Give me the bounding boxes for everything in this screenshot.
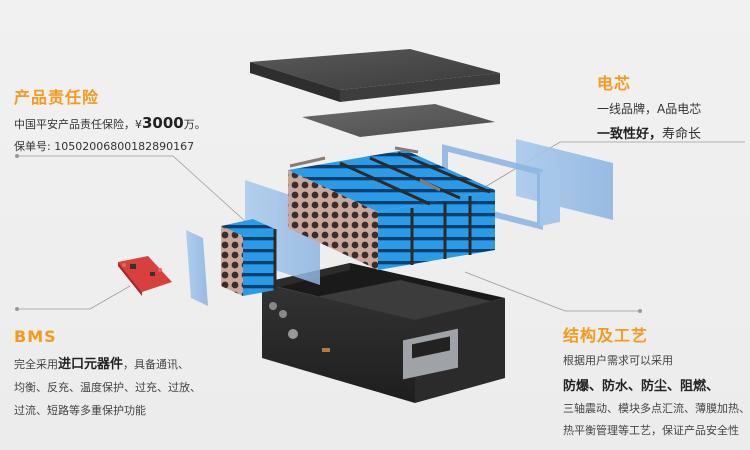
- insulation-sheet: [302, 104, 495, 137]
- bms-line-3: 过流、短路等多重保护功能: [14, 404, 146, 417]
- liability-line-1-suffix: 万。: [183, 118, 206, 131]
- bms-line-1: 完全采用进口元器件，具备通讯、: [14, 353, 201, 372]
- insulation-film-right: [442, 139, 613, 230]
- cell-line-1: 一线品牌，A品电芯: [597, 102, 702, 116]
- panel-liability-insurance: 产品责任险 中国平安产品责任保险，¥3000万。 保单号: 1050200680…: [14, 84, 206, 154]
- structure-line-2: 防爆、防水、防尘、阻燃、: [563, 379, 720, 394]
- bms-line-1-suffix: ，具备通讯、: [123, 358, 190, 371]
- cell-line-2-rest: 寿命长: [662, 127, 702, 142]
- battery-module-large: [288, 146, 495, 270]
- cell-title: 电芯: [597, 74, 632, 93]
- top-lid: [250, 49, 500, 102]
- structure-title: 结构及工艺: [563, 326, 649, 345]
- cell-line-2-bold: 一致性好，: [597, 127, 663, 142]
- bms-line-1-bold: 进口元器件: [58, 357, 124, 372]
- leader-structure: [464, 271, 640, 312]
- bms-title: BMS: [14, 327, 57, 346]
- panel-bms: BMS 完全采用进口元器件，具备通讯、 均衡、反充、温度保护、过充、过放、 过流…: [14, 327, 201, 418]
- liability-amount: 3000: [142, 114, 184, 132]
- structure-line-4: 热平衡管理等工艺，保证产品安全性: [563, 424, 739, 437]
- bms-line-1-prefix: 完全采用: [14, 358, 58, 371]
- liability-line-1: 中国平安产品责任保险，¥3000万。: [14, 114, 206, 132]
- cell-line-2: 一致性好，寿命长: [597, 123, 701, 142]
- liability-title: 产品责任险: [14, 88, 100, 107]
- connector-icon: [269, 302, 277, 310]
- liability-policy-number: 保单号: 10502006800182890167: [14, 140, 195, 153]
- panel-cell: 电芯 一线品牌，A品电芯 一致性好，寿命长: [597, 70, 701, 142]
- panel-structure: 结构及工艺 根据用户需求可以采用 防爆、防水、防尘、阻燃、 三轴震动、模块多点汇…: [563, 322, 750, 438]
- leader-bms: [17, 285, 131, 310]
- battery-case: [262, 263, 505, 403]
- bms-board: [118, 256, 172, 296]
- leader-cell: [469, 141, 745, 197]
- liability-line-1-prefix: 中国平安产品责任保险，¥: [14, 118, 142, 131]
- structure-line-1: 根据用户需求可以采用: [563, 354, 673, 367]
- leader-lines: [14, 141, 745, 313]
- insulation-film-left: [186, 230, 208, 306]
- bms-line-2: 均衡、反充、温度保护、过充、过放、: [14, 381, 201, 394]
- structure-line-3: 三轴震动、模块多点汇流、薄膜加热、: [563, 402, 750, 415]
- battery-module-small: [221, 219, 277, 296]
- leader-liability: [17, 155, 247, 223]
